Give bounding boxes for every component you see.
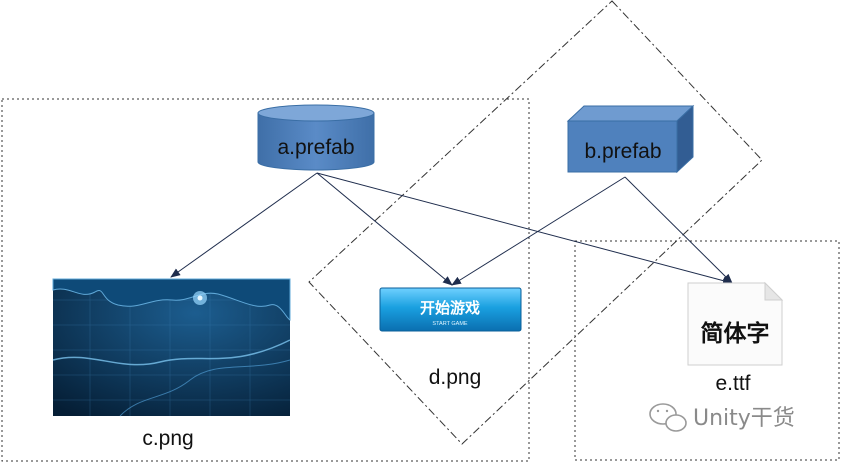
node-c-label: c.png (142, 427, 193, 450)
map-coastline (52, 278, 291, 321)
node-e-ttf[interactable]: 简体字 e.ttf (687, 281, 784, 395)
button-main-text: 开始游戏 (420, 299, 480, 317)
cylinder-top (257, 104, 375, 122)
font-glyph-preview: 简体字 (701, 320, 770, 347)
map-glow-core (197, 295, 203, 301)
cube-front-face (567, 120, 678, 173)
button-sub-text: START GAME (432, 321, 467, 327)
edge-layer (170, 172, 733, 286)
node-a-prefab[interactable]: a.prefab (257, 104, 375, 171)
edge-a-to-c (170, 172, 318, 278)
edge-a-to-d (316, 172, 453, 286)
file-corner-fold (764, 281, 784, 301)
watermark: Unity干货 (649, 403, 795, 432)
node-b-prefab[interactable]: b.prefab (566, 104, 695, 174)
node-b-label: b.prefab (584, 140, 661, 163)
group-left-boundary (1, 98, 530, 462)
node-e-label: e.ttf (715, 372, 750, 395)
node-d-label: d.png (429, 366, 482, 389)
node-d-png[interactable]: 开始游戏 START GAME d.png (379, 287, 522, 389)
watermark-text: Unity干货 (693, 406, 795, 431)
start-button-image (379, 287, 522, 332)
group-right-boundary (574, 240, 840, 461)
map-region-line (119, 359, 291, 417)
wechat-icon (649, 403, 687, 432)
map-river (52, 339, 291, 366)
node-c-png[interactable]: c.png (52, 278, 291, 450)
cube-top-face (566, 105, 695, 122)
edge-b-to-e (624, 176, 733, 284)
node-a-label: a.prefab (277, 136, 354, 159)
file-page (687, 282, 783, 366)
edge-a-to-e (316, 172, 733, 285)
edge-b-to-d (451, 176, 626, 286)
group-diamond-boundary (308, 0, 763, 445)
cylinder-shape (257, 112, 375, 171)
